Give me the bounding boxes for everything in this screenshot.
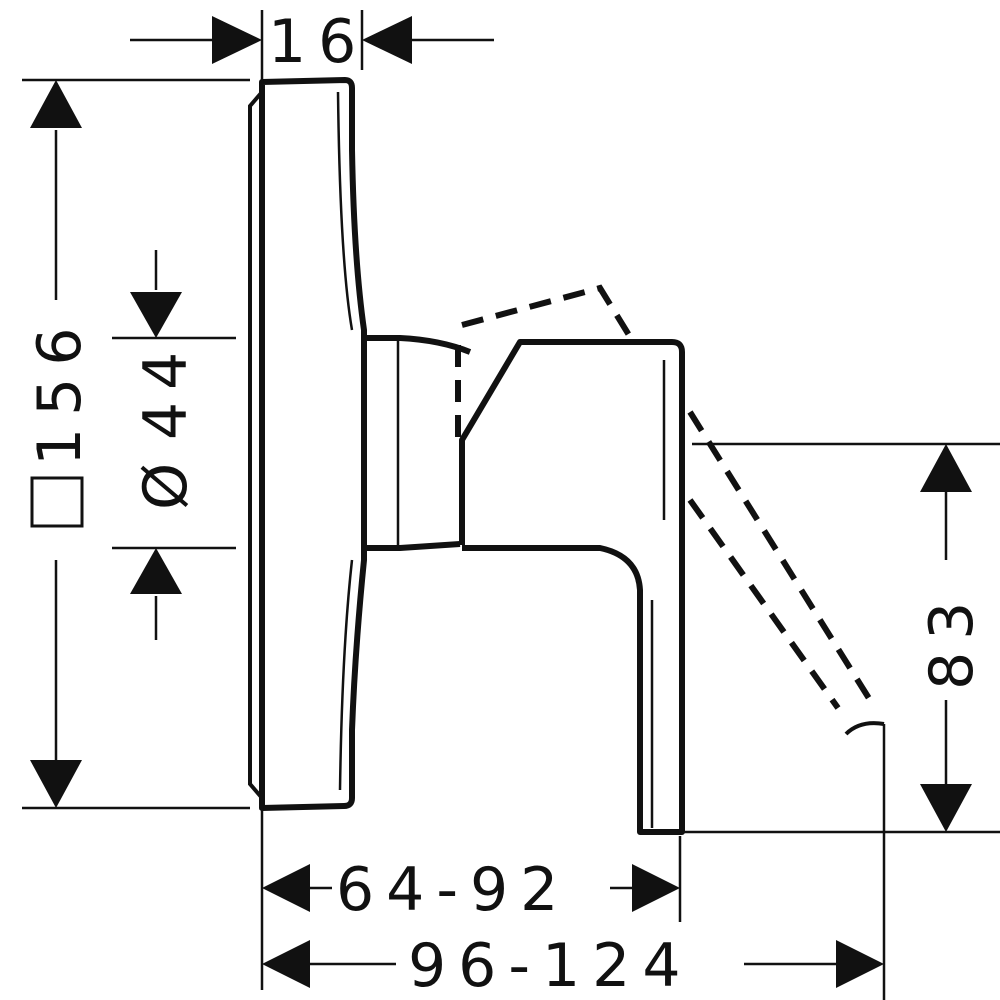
dim-64-92-label: 64-92 <box>336 855 570 925</box>
diameter-symbol: Ø <box>131 451 201 510</box>
lever-alt-position-up <box>455 284 635 440</box>
lever-handle <box>459 339 685 835</box>
dimension-handle-height: 83 <box>917 444 987 832</box>
lever-alt-position-down <box>687 410 885 736</box>
dim-96-124-label: 96-124 <box>408 931 693 1000</box>
dimension-depth-plate: 16 <box>130 7 494 77</box>
dimension-diameter: Ø 44 <box>130 250 201 640</box>
sleeve <box>364 335 472 551</box>
dim-44-label: 44 <box>131 340 201 440</box>
extension-lines <box>22 10 1000 1000</box>
dim-156-label: 156 <box>25 315 95 466</box>
dim-83-label: 83 <box>917 590 987 690</box>
dimension-plate-square: 156 <box>25 80 95 808</box>
dimension-projection-long: 96-124 <box>262 931 884 1000</box>
wall-plate <box>248 77 367 811</box>
dim-16-label: 16 <box>268 7 368 77</box>
square-symbol <box>30 476 84 528</box>
dimension-projection-short: 64-92 <box>262 855 680 925</box>
